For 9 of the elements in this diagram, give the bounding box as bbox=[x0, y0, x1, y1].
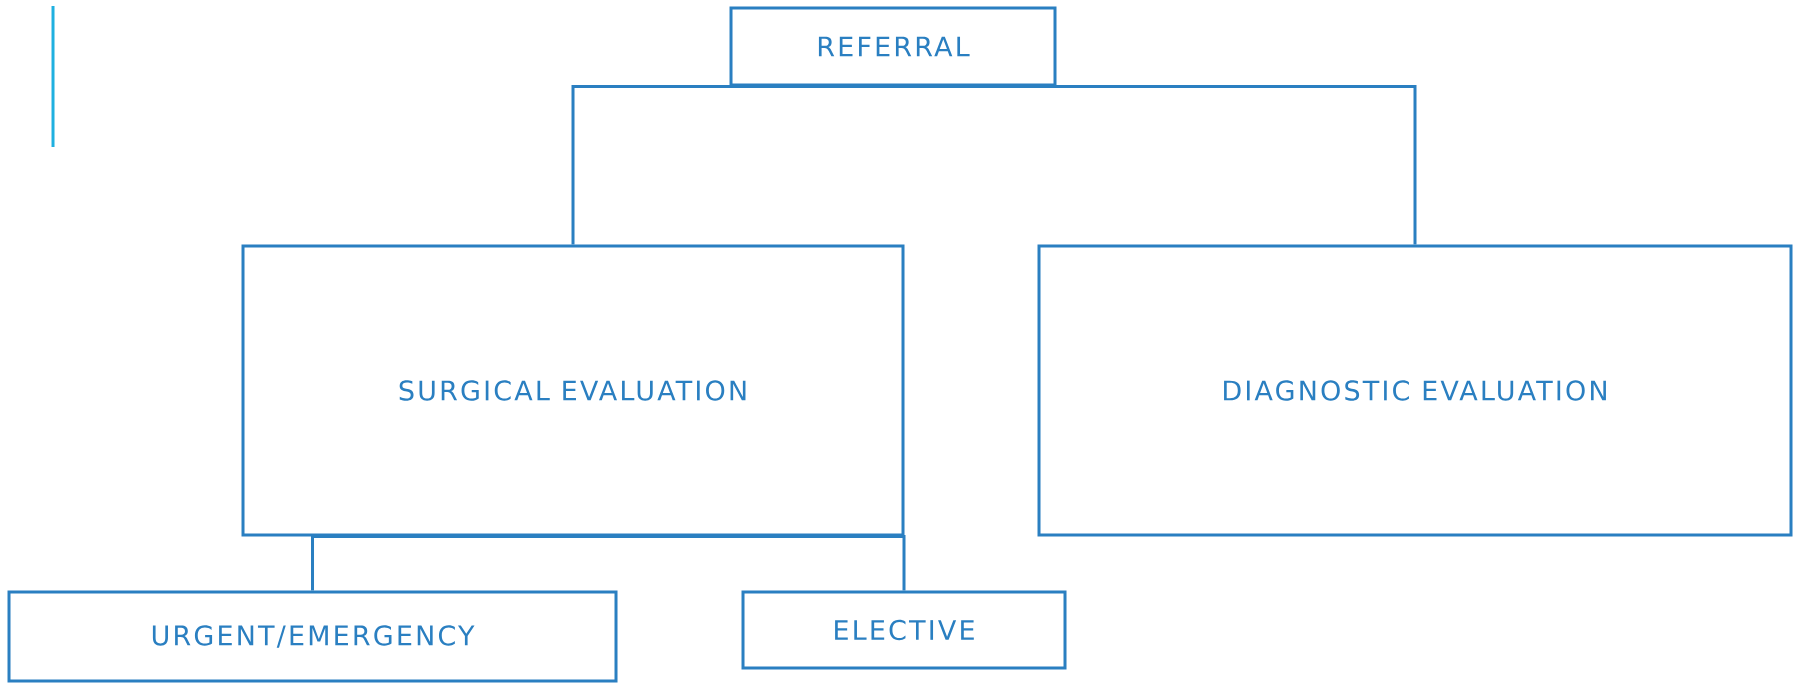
box: SURGICAL EVALUATION bbox=[241, 244, 905, 537]
connector bbox=[571, 85, 893, 245]
connector bbox=[893, 85, 1417, 245]
box: DIAGNOSTIC EVALUATION bbox=[1037, 244, 1793, 537]
box: REFERRAL bbox=[729, 6, 1057, 87]
connector bbox=[573, 535, 906, 591]
box: URGENT/EMERGENCY bbox=[7, 590, 618, 683]
box: ELECTIVE bbox=[741, 590, 1067, 670]
connector bbox=[311, 535, 573, 591]
